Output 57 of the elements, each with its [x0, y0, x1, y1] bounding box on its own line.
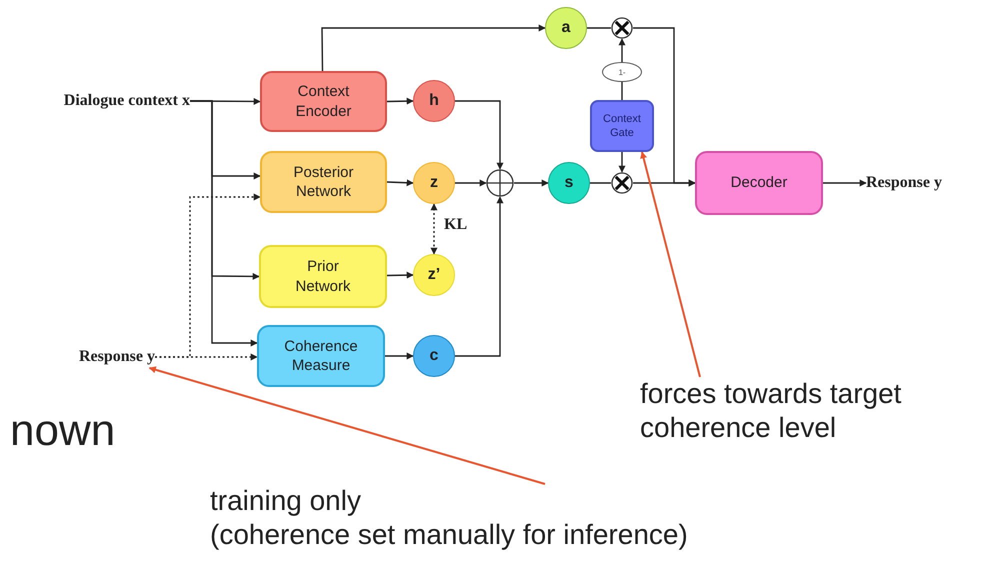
slide-text: nown: [10, 405, 116, 457]
input-label: Response y: [48, 346, 155, 368]
box-label: Context Encoder: [294, 82, 352, 121]
process-box: [695, 151, 823, 215]
sum-operator: [486, 169, 514, 197]
annotation-line: (coherence set manually for inference): [210, 518, 688, 552]
arrow: [386, 98, 414, 105]
arrow: [386, 272, 414, 279]
arrow: [190, 100, 258, 346]
input-label: Dialogue context x: [20, 90, 190, 112]
process-box: [259, 245, 387, 308]
arrow: [321, 24, 546, 71]
connector-line: [587, 27, 611, 29]
variable-circle: [413, 162, 455, 204]
arrow: [618, 152, 626, 173]
box-label: Prior Network: [294, 257, 352, 296]
process-box: [257, 325, 385, 387]
box-label: 1-: [618, 68, 626, 76]
arrow: [514, 180, 549, 186]
variable-circle: [413, 80, 455, 122]
variable-label: h: [429, 92, 439, 110]
box-label: Decoder: [730, 173, 788, 193]
arrow: [155, 354, 258, 360]
multiply-operator: [611, 17, 633, 39]
multiply-operator: [611, 172, 633, 194]
process-box: [260, 71, 387, 132]
arrow: [823, 180, 867, 186]
variable-circle: [545, 7, 587, 49]
arrow: [430, 203, 438, 255]
input-label: Response y: [866, 172, 968, 194]
box-label: Context Gate: [602, 112, 642, 140]
process-box: [260, 151, 387, 213]
leader-line: [640, 151, 701, 378]
gate-box: [590, 100, 654, 152]
arrow: [385, 352, 414, 360]
variable-label: z’: [428, 266, 440, 284]
box-label: Posterior Network: [292, 162, 355, 202]
connector-line: [621, 82, 623, 100]
arrow: [455, 100, 504, 170]
arrow: [633, 180, 696, 186]
annotation-text: forces towards target coherence level: [640, 377, 960, 449]
variable-label: c: [430, 347, 438, 365]
box-label: Coherence Measure: [283, 336, 359, 376]
annotation-line: training only: [210, 484, 361, 518]
variable-circle: [413, 335, 455, 377]
variable-label: a: [562, 19, 570, 37]
variable-circle: [548, 162, 590, 204]
variable-label: z: [430, 174, 438, 192]
gate-inverse-oval: [602, 62, 642, 82]
variable-circle: [413, 254, 455, 296]
arrow: [386, 179, 414, 186]
arrow: [618, 38, 626, 62]
connector-line: [590, 182, 611, 184]
variable-label: s: [564, 174, 574, 192]
leader-line: [148, 366, 546, 485]
arrow: [455, 196, 504, 357]
arrow: [455, 180, 487, 186]
